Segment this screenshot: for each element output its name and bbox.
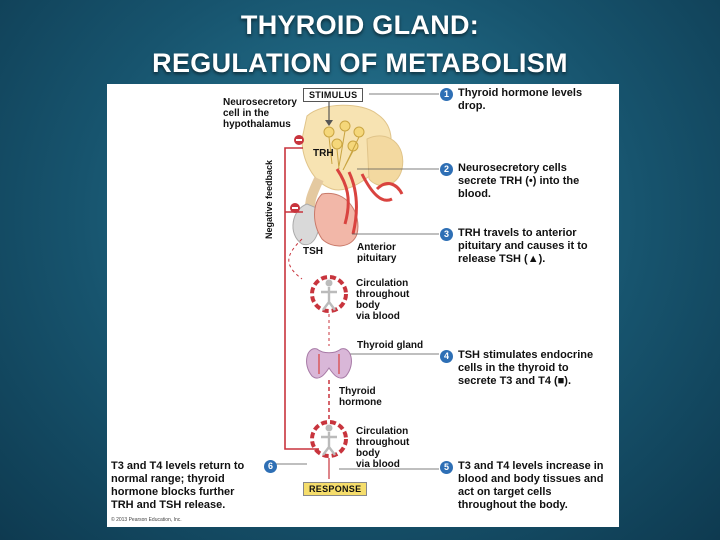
step-4-number: 4 (440, 350, 453, 363)
diagram-artwork (265, 93, 439, 479)
thyroid-gland-label: Thyroid gland (357, 340, 424, 351)
thyroid-hormone-label: Thyroid hormone (339, 386, 382, 408)
body-head-1 (325, 279, 333, 287)
stimulus-arrowhead (325, 120, 333, 126)
step-1-text: Thyroid hormone levels drop. (458, 87, 583, 112)
circulation-label-2: Circulation throughout body via blood (356, 426, 410, 470)
diagram-panel: STIMULUS RESPONSE Neurosecretory cell in… (107, 84, 619, 527)
negative-feedback-line (284, 147, 319, 450)
circulation-loop-1 (310, 275, 348, 313)
neurosecretory-label: Neurosecretory cell in the hypothalamus (223, 97, 297, 130)
circulation-loop-2 (310, 420, 348, 458)
body-head-2 (325, 424, 333, 432)
tsh-label: TSH (303, 246, 323, 257)
step-5-text: T3 and T4 levels increase in blood and b… (458, 460, 604, 511)
copyright-notice: © 2013 Pearson Education, Inc. (111, 517, 182, 523)
anterior-pituitary-label: Anterior pituitary (357, 242, 397, 264)
step-2-text: Neurosecretory cells secrete TRH (•) int… (458, 162, 580, 200)
step-3-text: TRH travels to anterior pituitary and ca… (458, 227, 588, 265)
step-5-number: 5 (440, 461, 453, 474)
neuron-1 (323, 126, 335, 138)
neuron-3 (353, 126, 365, 138)
body-figure-1 (321, 287, 337, 311)
step-6-number: 6 (264, 460, 277, 473)
circulation-label-1: Circulation throughout body via blood (356, 278, 410, 322)
step-3-number: 3 (440, 228, 453, 241)
body-figure-2 (321, 432, 337, 456)
tsh-flow-path (288, 238, 303, 280)
step-4-text: TSH stimulates endocrine cells in the th… (458, 349, 594, 387)
neuron-axons (328, 130, 360, 171)
title-line-2: REGULATION OF METABOLISM (152, 48, 568, 78)
step-2-number: 2 (440, 163, 453, 176)
slide-title: THYROID GLAND: REGULATION OF METABOLISM (0, 6, 720, 82)
hypothalamus-right-lobe (366, 135, 404, 187)
trh-label: TRH (313, 148, 334, 159)
step-6-text: T3 and T4 levels return to normal range;… (111, 460, 245, 511)
portal-vessels (335, 168, 393, 235)
step-1-number: 1 (440, 88, 453, 101)
stimulus-box: STIMULUS (303, 88, 364, 102)
anterior-pituitary (314, 192, 359, 247)
response-box: RESPONSE (303, 482, 368, 496)
thyroid-gland-shape (306, 348, 352, 379)
negative-feedback-label: Negative feedback (264, 159, 274, 239)
thyroid-vessels (318, 354, 340, 374)
title-line-1: THYROID GLAND: (240, 10, 480, 40)
neuron-2 (339, 120, 351, 132)
vessel-branch (375, 182, 404, 195)
